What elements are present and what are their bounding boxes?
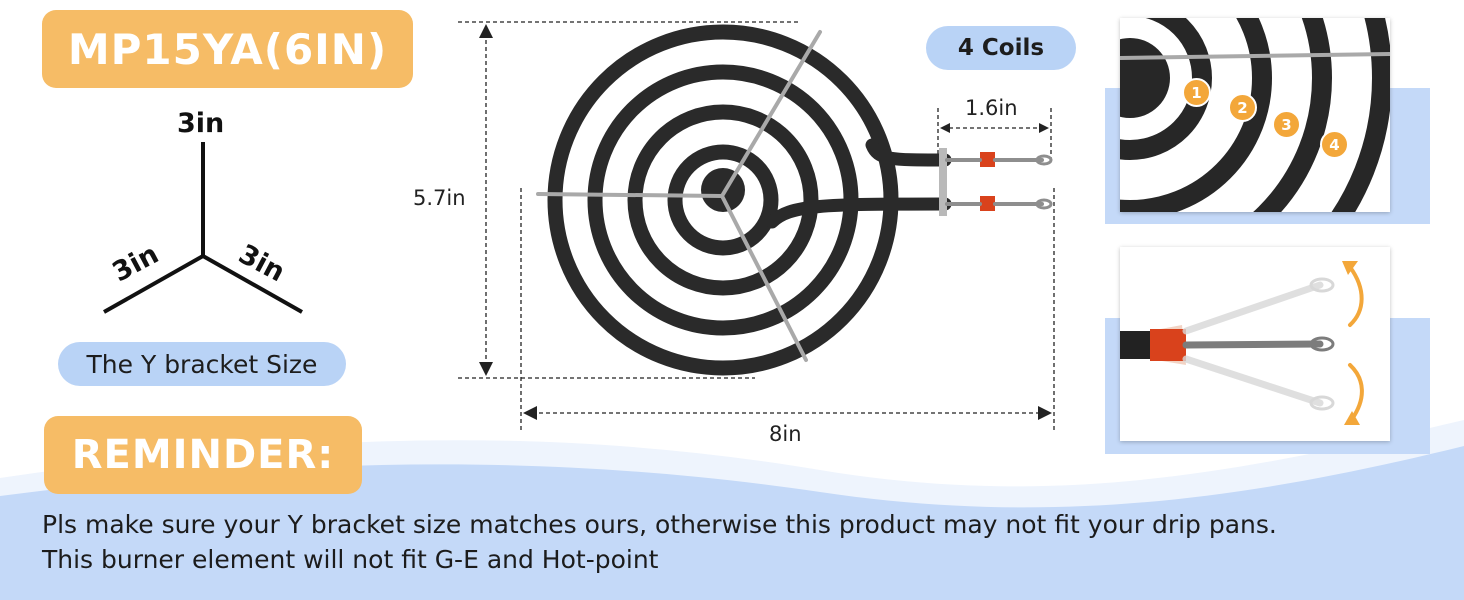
terminal-length-label: 1.6in xyxy=(965,96,1018,120)
y-bracket-diagram xyxy=(103,142,303,314)
y-bracket-caption: The Y bracket Size xyxy=(58,342,346,386)
reminder-line-1: Pls make sure your Y bracket size matche… xyxy=(42,510,1277,539)
terminal-closeup-photo xyxy=(1120,247,1390,441)
height-dimension-label: 5.7in xyxy=(413,186,466,210)
width-dimension-label: 8in xyxy=(769,422,802,446)
coil-marker-3: 3 xyxy=(1272,110,1301,139)
reminder-line-2: This burner element will not fit G-E and… xyxy=(42,545,659,574)
reminder-heading: REMINDER: xyxy=(44,416,362,494)
coil-marker-2: 2 xyxy=(1228,93,1257,122)
coil-closeup-photo xyxy=(1120,18,1390,212)
coil-marker-4: 4 xyxy=(1320,130,1349,159)
product-title-badge: MP15YA(6IN) xyxy=(42,10,413,88)
coil-marker-1: 1 xyxy=(1182,78,1211,107)
coil-count-badge: 4 Coils xyxy=(926,26,1076,70)
y-bracket-top-label: 3in xyxy=(177,108,225,139)
